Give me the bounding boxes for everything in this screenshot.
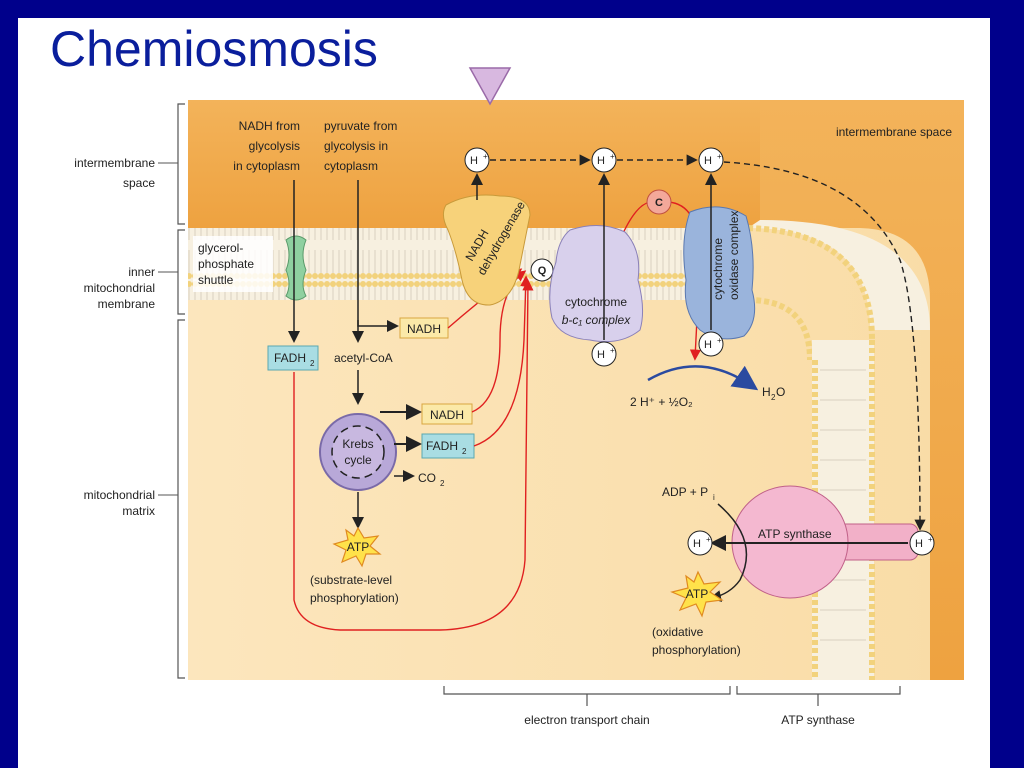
cyt-bc1-2: b-c₁ complex	[562, 313, 631, 327]
h-3-sup: +	[717, 152, 722, 161]
krebs-1: Krebs	[342, 437, 373, 451]
adp-label: ADP + P	[662, 485, 708, 499]
nadh-box-krebs	[421, 403, 473, 425]
acetyl-coa-label: acetyl-CoA	[334, 351, 393, 365]
intermembrane-space-label: intermembrane space	[836, 125, 952, 139]
etc-label: electron transport chain	[524, 713, 649, 727]
h-7: H	[693, 538, 701, 550]
nadh-glycolysis-3: in cytoplasm	[233, 159, 300, 173]
label-inner: inner	[128, 265, 155, 279]
label-matrix: matrix	[122, 504, 155, 518]
slide-title: Chemiosmosis	[50, 21, 378, 77]
h-ions-upper: H + H + H +	[464, 147, 724, 173]
h-6: H	[915, 538, 923, 550]
shuttle-1: glycerol-	[198, 241, 243, 255]
atp-synthase-bracket-label: ATP synthase	[781, 713, 855, 727]
label-space: space	[123, 176, 155, 190]
nadh-glycolysis-1: NADH from	[239, 119, 300, 133]
cyt-ox-2: oxidase complex	[727, 211, 741, 300]
cyt-ox-1: cytochrome	[711, 238, 725, 300]
h-3: H	[704, 155, 712, 167]
cytochrome-bc1	[549, 225, 644, 343]
nadh-label-2: NADH	[430, 408, 464, 422]
h-4: H	[597, 349, 605, 361]
pyruvate-3: cytoplasm	[324, 159, 378, 173]
atp-label-substrate: ATP	[347, 540, 369, 554]
fadh-label-krebs: FADH	[426, 439, 458, 453]
water-o: O	[776, 385, 785, 399]
cytochrome-oxidase	[683, 206, 756, 340]
substrate-2: phosphorylation)	[310, 591, 399, 605]
pyruvate-1: pyruvate from	[324, 119, 397, 133]
co2-label: CO	[418, 471, 436, 485]
side-labels: intermembrane space inner mitochondrial …	[74, 103, 185, 679]
bottom-brackets	[443, 686, 901, 706]
substrate-1: (substrate-level	[310, 573, 392, 587]
h-1: H	[470, 155, 478, 167]
shuttle-3: shuttle	[198, 273, 234, 287]
intermembrane-side-region	[760, 100, 964, 680]
h-5: H	[704, 339, 712, 351]
h-2: H	[597, 155, 605, 167]
krebs-2: cycle	[344, 453, 372, 467]
fadh2-box-krebs	[421, 433, 475, 459]
atp-label-oxidative: ATP	[686, 587, 708, 601]
h-5-sup: +	[717, 336, 722, 345]
fadh-sub-left: 2	[310, 359, 315, 368]
h-4-sup: +	[610, 346, 615, 355]
water-label: H	[762, 385, 771, 399]
oxygen-equation: 2 H⁺ + ½O₂	[630, 395, 693, 409]
nadh-glycolysis-2: glycolysis	[249, 139, 300, 153]
nadh-dehydrogenase	[442, 194, 531, 306]
fadh2-box-left	[267, 345, 319, 371]
shuttle-protein	[285, 235, 307, 301]
water-sub: 2	[771, 393, 776, 402]
shuttle-2: phosphate	[198, 257, 254, 271]
h-2-sup: +	[610, 152, 615, 161]
atp-star-substrate	[332, 526, 382, 568]
cyt-bc1-1: cytochrome	[565, 295, 627, 309]
label-mitochondrial: mitochondrial	[84, 281, 155, 295]
pyruvate-2: glycolysis in	[324, 139, 388, 153]
co2-sub: 2	[440, 479, 445, 488]
fadh-sub-krebs: 2	[462, 447, 467, 456]
h-7-sup: +	[706, 535, 711, 544]
atp-synthase-label: ATP synthase	[758, 527, 832, 541]
h-1-sup: +	[483, 152, 488, 161]
focus-arrow	[468, 67, 512, 106]
nadh-label-1: NADH	[407, 322, 441, 336]
label-membrane: membrane	[98, 297, 156, 311]
adp-sub: i	[713, 493, 715, 502]
atp-star-oxidative	[670, 570, 724, 618]
inner-membrane-corner	[748, 220, 930, 330]
oxidative-1: (oxidative	[652, 625, 704, 639]
c-label: C	[655, 197, 663, 209]
q-label: Q	[538, 265, 547, 277]
label-intermembrane: intermembrane	[74, 156, 155, 170]
label-mitochondrial-2: mitochondrial	[84, 488, 155, 502]
fadh-label-left: FADH	[274, 351, 306, 365]
oxidative-2: phosphorylation)	[652, 643, 741, 657]
h-6-sup: +	[928, 535, 933, 544]
